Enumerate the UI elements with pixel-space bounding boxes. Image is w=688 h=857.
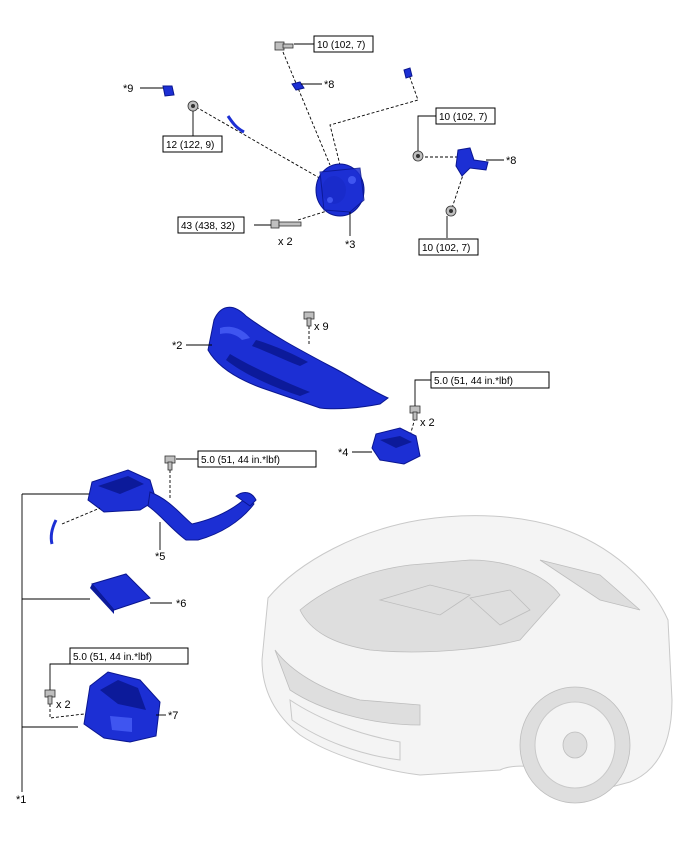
torque-box <box>418 238 479 256</box>
quantity-label: x 9 <box>314 321 329 333</box>
torque-value: 10 (102, 7) <box>439 112 487 123</box>
component-4 <box>371 427 421 465</box>
callout-label: *1 <box>16 794 26 806</box>
callout-label: *9 <box>123 83 133 95</box>
bolt-icon <box>270 219 302 229</box>
dash-line <box>297 209 331 221</box>
dash-line <box>195 106 324 181</box>
air-cleaner-cap <box>49 469 257 545</box>
torque-box <box>435 107 496 125</box>
quantity-label: x 2 <box>420 417 435 429</box>
dash-line <box>61 507 101 525</box>
torque-box <box>430 371 550 389</box>
torque-box <box>69 647 189 665</box>
dash-line <box>329 71 419 166</box>
vehicle-illustration <box>261 515 673 804</box>
quantity-label: x 2 <box>278 236 293 248</box>
callout-label: *7 <box>168 710 178 722</box>
torque-value: 43 (438, 32) <box>181 221 235 232</box>
dash-line <box>282 51 331 166</box>
torque-value: 10 (102, 7) <box>317 40 365 51</box>
air-cleaner-case <box>83 671 161 743</box>
callout-label: *3 <box>345 239 355 251</box>
leader-line <box>417 115 436 151</box>
leader-line <box>49 660 71 690</box>
callout-label: *8 <box>324 79 334 91</box>
alternator <box>315 163 365 217</box>
clip-icon <box>303 311 315 327</box>
quantity-label: x 2 <box>56 699 71 711</box>
bolt-icon <box>274 41 294 51</box>
torque-box <box>313 35 374 53</box>
bolt-icon <box>44 689 56 705</box>
callout-label: *2 <box>172 340 182 352</box>
bolt-icon <box>164 455 176 471</box>
bolt-icon <box>409 405 421 421</box>
wire-icon <box>226 115 245 134</box>
callout-label: *6 <box>176 598 186 610</box>
clip-icon <box>403 67 413 79</box>
dash-line <box>451 174 464 209</box>
torque-box <box>162 135 223 153</box>
engine-cover <box>207 306 389 410</box>
torque-value: 5.0 (51, 44 in.*lbf) <box>434 376 513 387</box>
bracket-icon <box>162 85 175 97</box>
torque-value: 12 (122, 9) <box>166 140 214 151</box>
torque-value: 10 (102, 7) <box>422 243 470 254</box>
dash-line <box>49 704 85 719</box>
air-filter-element <box>90 573 151 614</box>
callout-label: *5 <box>155 551 165 563</box>
torque-box <box>197 450 317 468</box>
callout-label: *8 <box>506 155 516 167</box>
leader-line <box>414 379 431 406</box>
torque-box <box>177 216 245 234</box>
callout-label: *4 <box>338 447 348 459</box>
bracket-icon <box>455 147 489 177</box>
torque-value: 5.0 (51, 44 in.*lbf) <box>201 455 280 466</box>
torque-value: 5.0 (51, 44 in.*lbf) <box>73 652 152 663</box>
clip-icon <box>291 81 305 91</box>
